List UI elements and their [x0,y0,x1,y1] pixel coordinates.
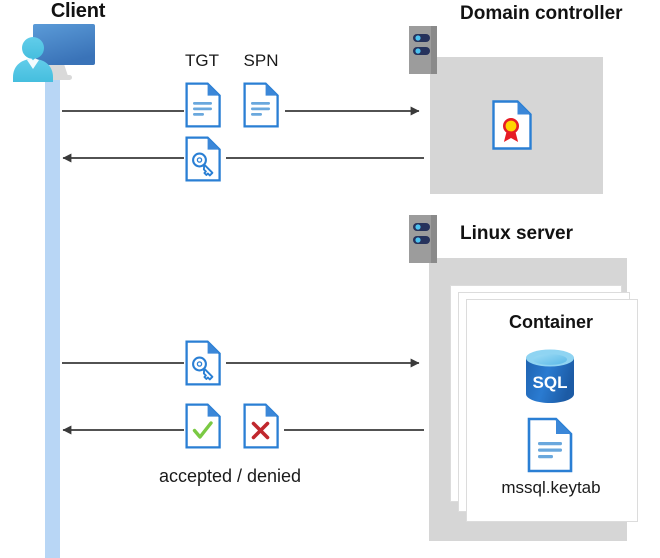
linux-server-title: Linux server [460,223,573,244]
accepted-document-icon [185,403,221,449]
container-title: Container [508,312,593,332]
document-icon [185,82,221,128]
desktop-user-icon [10,22,110,84]
server-rack-icon [409,215,437,268]
container-card-front [466,299,638,522]
server-rack-icon [409,26,437,79]
domain-controller-title: Domain controller [460,3,623,24]
spn-label: SPN [243,51,279,70]
client-label: Client [50,0,106,22]
certificate-document-icon [492,100,532,150]
client-lifeline [45,62,60,558]
verdict-label: accepted / denied [158,466,302,486]
key-document-icon [185,340,221,386]
key-document-icon [185,136,221,182]
document-icon [243,82,279,128]
document-icon [527,417,573,473]
tgt-label: TGT [185,51,219,70]
keytab-file-label: mssql.keytab [501,478,601,497]
denied-document-icon [243,403,279,449]
svg-text:SQL: SQL [533,373,568,392]
sql-database-icon: SQL [521,348,579,404]
